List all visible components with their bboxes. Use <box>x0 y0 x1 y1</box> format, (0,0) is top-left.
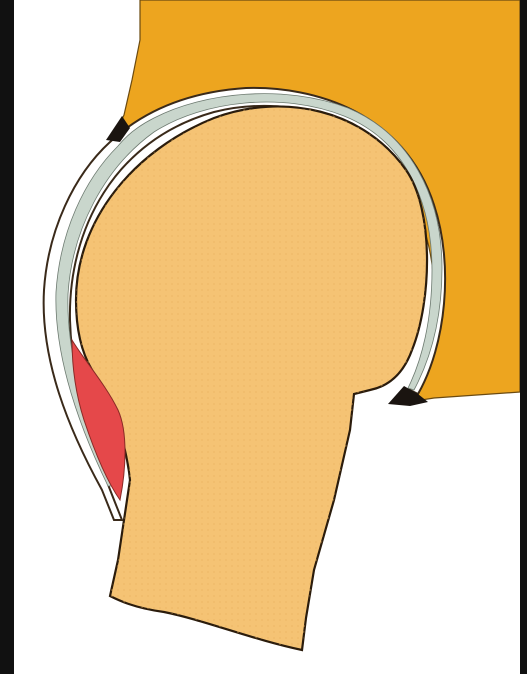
hip-joint-diagram <box>14 0 520 674</box>
illustration-canvas <box>14 0 520 674</box>
bone-texture <box>76 106 427 650</box>
